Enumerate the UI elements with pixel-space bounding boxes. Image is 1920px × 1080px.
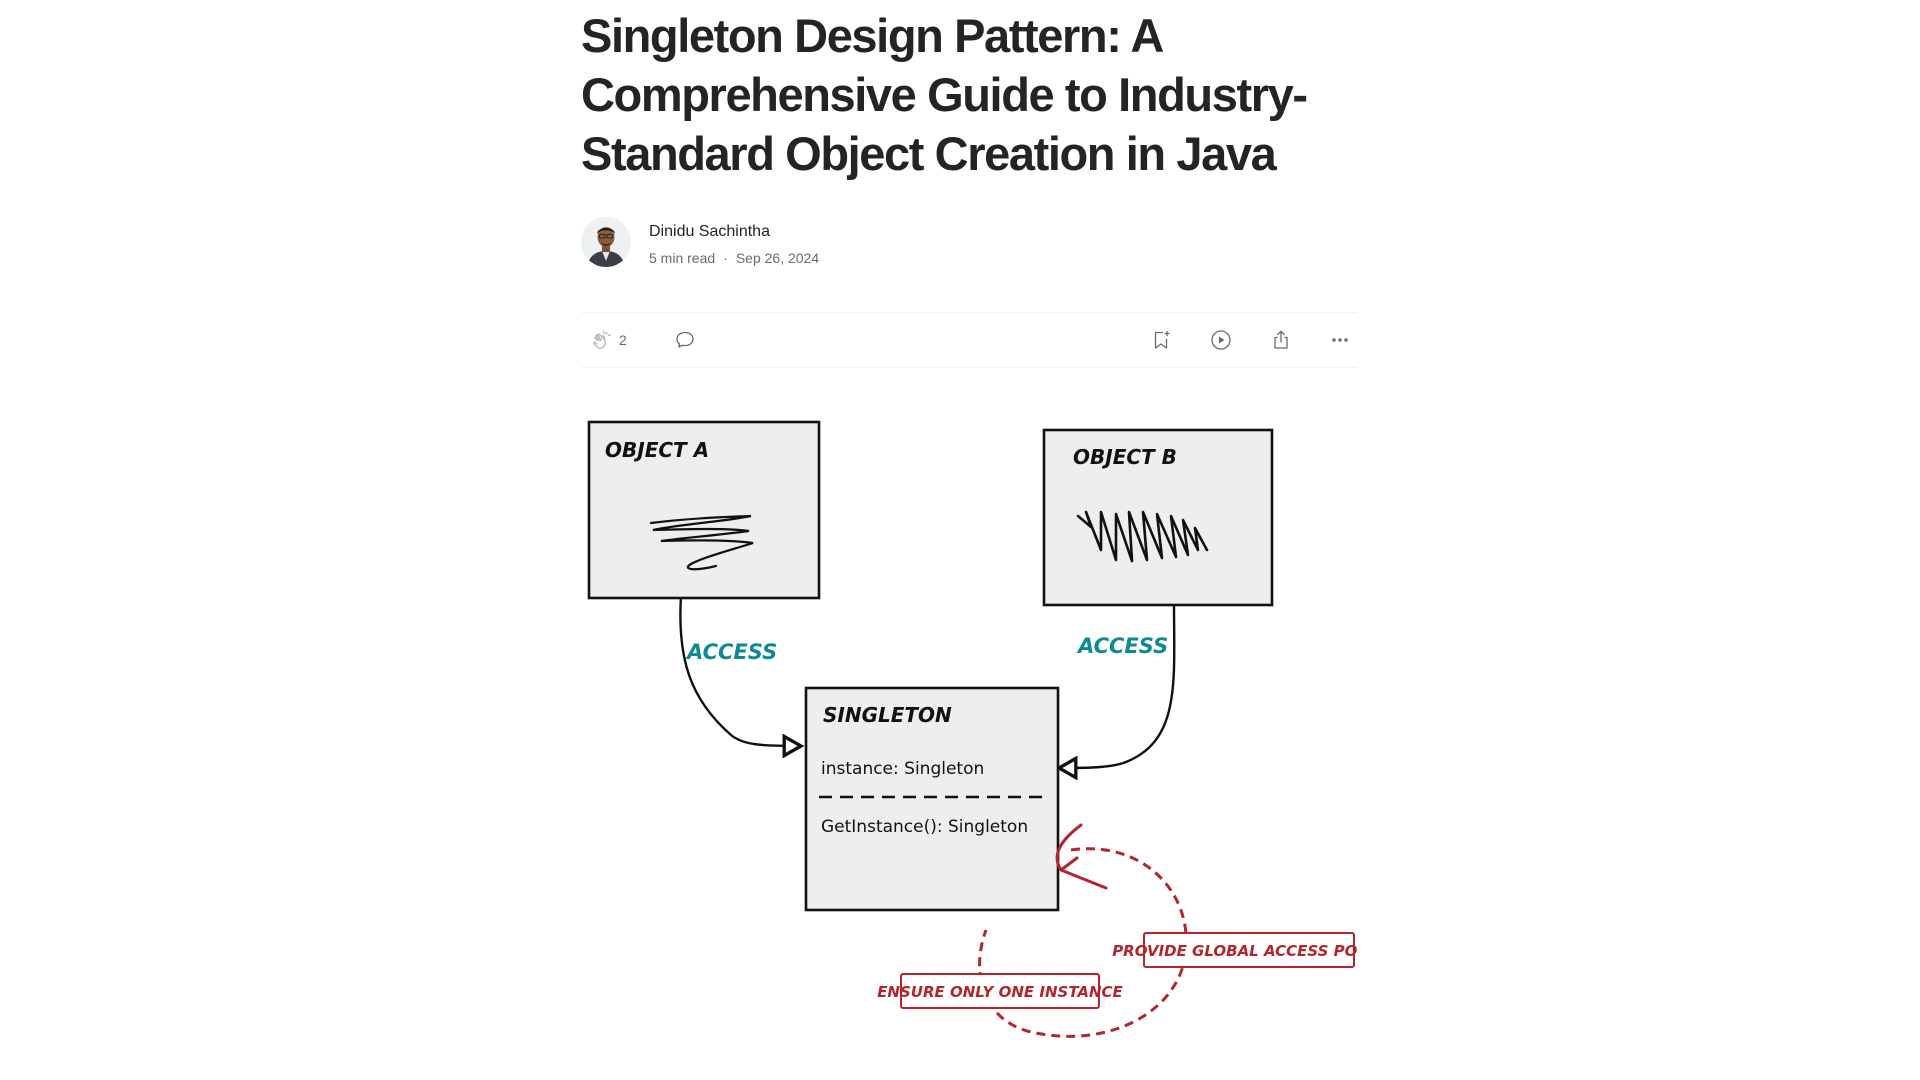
singleton-method: GetInstance(): Singleton [821, 817, 1028, 837]
singleton-field: instance: Singleton [821, 759, 984, 779]
singleton-label: SINGLETON [823, 703, 952, 727]
publish-date: Sep 26, 2024 [735, 250, 820, 266]
read-time: 5 min read [649, 250, 716, 266]
article-figure: OBJECT A OBJECT B ACCESS ACCESS SINGLETO… [581, 400, 1388, 1060]
clap-icon [593, 330, 611, 349]
action-bar: 2 [581, 312, 1357, 368]
bookmark-button[interactable] [1149, 326, 1173, 354]
avatar-image [581, 217, 631, 267]
author-avatar[interactable] [581, 217, 631, 267]
singleton-box: SINGLETON instance: Singleton GetInstanc… [804, 686, 1060, 912]
clap-count: 2 [619, 332, 627, 348]
access-label-left: ACCESS [685, 640, 777, 664]
object-b-scribble [1076, 510, 1209, 563]
listen-icon [1211, 330, 1231, 350]
comment-icon [676, 331, 694, 348]
note-one-text: ENSURE ONLY ONE INSTANCE [877, 983, 1123, 1001]
share-button[interactable] [1269, 326, 1293, 354]
listen-button[interactable] [1209, 326, 1233, 354]
object-b-label: OBJECT B [1073, 445, 1177, 469]
object-a-box: OBJECT A [587, 420, 821, 600]
byline: Dinidu Sachintha 5 min read · Sep 26, 2024 [581, 217, 981, 273]
note-one-instance: ENSURE ONLY ONE INSTANCE [877, 973, 1124, 1009]
bookmark-icon [1154, 331, 1170, 349]
clap-button[interactable]: 2 [591, 326, 627, 354]
share-icon [1274, 330, 1288, 349]
more-icon [1332, 338, 1348, 342]
note-global-access: PROVIDE GLOBAL ACCESS POINT [1112, 932, 1388, 968]
access-label-right: ACCESS [1076, 634, 1168, 658]
article-title: Singleton Design Pattern: A Comprehensiv… [581, 9, 1308, 180]
object-a-label: OBJECT A [605, 438, 709, 462]
singleton-diagram: OBJECT A OBJECT B ACCESS ACCESS SINGLETO… [587, 420, 1388, 1038]
loop-arrow-head [1055, 823, 1108, 890]
note-global-text: PROVIDE GLOBAL ACCESS POINT [1112, 942, 1357, 960]
article-meta: 5 min read · Sep 26, 2024 [649, 250, 819, 266]
author-name[interactable]: Dinidu Sachintha [649, 223, 770, 240]
more-button[interactable] [1328, 326, 1352, 354]
object-a-scribble [649, 514, 754, 571]
connector-left [679, 595, 801, 746]
meta-separator: · [723, 250, 728, 266]
comment-button[interactable] [673, 326, 697, 354]
object-b-box: OBJECT B [1042, 428, 1274, 607]
connector-right [1059, 603, 1176, 768]
